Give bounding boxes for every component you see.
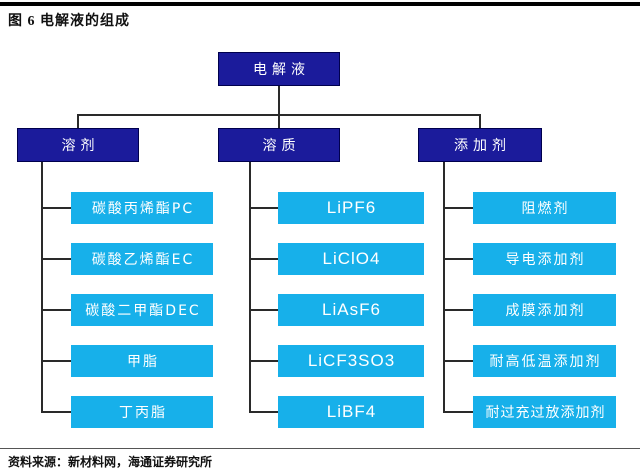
connector-leaf-stub xyxy=(249,360,278,362)
leaf-node: LiBF4 xyxy=(278,396,424,428)
connector-top-horizontal xyxy=(77,114,481,116)
connector-leaf-stub xyxy=(443,258,473,260)
connector-leaf-stub xyxy=(443,309,473,311)
connector-leaf-stub xyxy=(249,258,278,260)
branch-node-additive: 添加剂 xyxy=(418,128,542,162)
leaf-node: 碳酸丙烯酯PC xyxy=(71,192,213,224)
connector-stub-additive xyxy=(479,114,481,128)
connector-root-vertical xyxy=(278,86,280,128)
leaf-node: LiPF6 xyxy=(278,192,424,224)
leaf-node: 阻燃剂 xyxy=(473,192,616,224)
leaf-node: LiClO4 xyxy=(278,243,424,275)
leaf-node: 碳酸二甲酯DEC xyxy=(71,294,213,326)
source-note: 资料来源：新材料网，海通证券研究所 xyxy=(8,455,213,469)
branch-node-solute: 溶质 xyxy=(218,128,340,162)
leaf-node: 成膜添加剂 xyxy=(473,294,616,326)
connector-leaf-stub xyxy=(443,207,473,209)
connector-leaf-stub xyxy=(41,258,71,260)
root-node-electrolyte: 电解液 xyxy=(218,52,340,86)
leaf-node: 丁丙脂 xyxy=(71,396,213,428)
connector-stub-solvent xyxy=(77,114,79,128)
connector-leaf-stub xyxy=(443,411,473,413)
connector-leaf-stub xyxy=(41,309,71,311)
connector-leaf-stub xyxy=(249,207,278,209)
leaf-node: LiCF3SO3 xyxy=(278,345,424,377)
leaf-node: 耐过充过放添加剂 xyxy=(473,396,616,428)
connector-leaf-stub xyxy=(41,411,71,413)
leaf-node: 碳酸乙烯酯EC xyxy=(71,243,213,275)
branch-node-solvent: 溶剂 xyxy=(17,128,139,162)
figure-title: 图 6 电解液的组成 xyxy=(8,14,130,29)
connector-spine-additive xyxy=(443,162,445,412)
leaf-node: 耐高低温添加剂 xyxy=(473,345,616,377)
connector-leaf-stub xyxy=(443,360,473,362)
connector-spine-solvent xyxy=(41,162,43,412)
title-rule xyxy=(0,2,640,6)
leaf-node: LiAsF6 xyxy=(278,294,424,326)
connector-leaf-stub xyxy=(41,360,71,362)
connector-leaf-stub xyxy=(41,207,71,209)
leaf-node: 甲脂 xyxy=(71,345,213,377)
connector-leaf-stub xyxy=(249,411,278,413)
connector-spine-solute xyxy=(249,162,251,412)
leaf-node: 导电添加剂 xyxy=(473,243,616,275)
connector-leaf-stub xyxy=(249,309,278,311)
source-rule xyxy=(0,448,640,449)
